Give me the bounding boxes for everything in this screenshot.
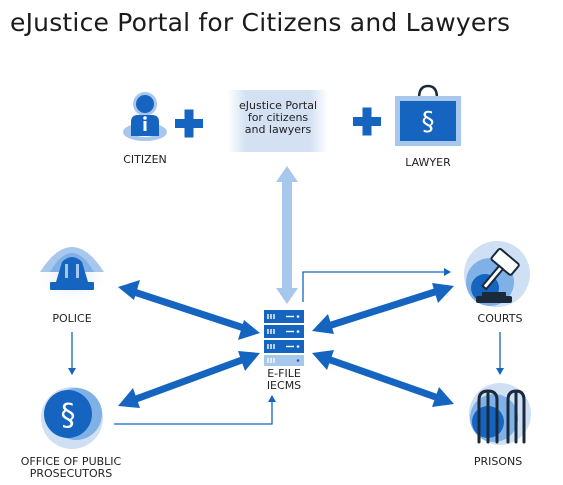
page-title: eJustice Portal for Citizens and Lawyers xyxy=(10,8,511,37)
arrow-prosecutors-efile-thin xyxy=(114,395,276,425)
arrow-efile-courts xyxy=(302,268,451,302)
portal-line-1: eJustice Portal xyxy=(239,99,317,112)
police-label: POLICE xyxy=(52,312,92,325)
plus-icon xyxy=(353,107,381,136)
server-rack-icon xyxy=(264,310,304,366)
prosecutors-label: OFFICE OF PUBLIC PROSECUTORS xyxy=(4,456,138,480)
prosecutors-label-line-1: OFFICE OF PUBLIC xyxy=(20,455,122,468)
gavel-icon xyxy=(464,241,530,307)
briefcase-paragraph-icon: § xyxy=(395,84,461,146)
paragraph-circle-icon: § xyxy=(41,387,103,449)
svg-text:§: § xyxy=(422,107,435,137)
efile-label-line-2: IECMS xyxy=(266,379,302,392)
siren-icon xyxy=(34,246,110,306)
person-info-icon xyxy=(123,92,167,141)
arrow-police-efile xyxy=(118,280,260,340)
courts-label: COURTS xyxy=(477,312,523,325)
portal-line-3: and lawyers xyxy=(244,123,312,136)
efile-label: E-FILE IECMS xyxy=(262,368,306,392)
ejustice-portal-box xyxy=(228,90,328,152)
arrow-prisons-efile xyxy=(312,350,454,407)
citizen-label: CITIZEN xyxy=(123,153,167,166)
lawyer-label: LAWYER xyxy=(405,156,451,169)
prisons-label: PRISONS xyxy=(473,455,523,468)
plus-icon xyxy=(175,109,203,138)
arrow-portal-efile xyxy=(276,166,298,304)
svg-text:§: § xyxy=(61,398,76,433)
prosecutors-label-line-2: PROSECUTORS xyxy=(29,467,113,480)
efile-label-line-1: E-FILE xyxy=(267,367,301,380)
prison-bars-icon xyxy=(469,383,531,445)
arrow-courts-efile xyxy=(312,283,454,334)
ejustice-portal-label: eJustice Portal for citizens and lawyers xyxy=(228,100,328,136)
portal-line-2: for citizens xyxy=(247,111,309,124)
arrow-prosecutors-efile xyxy=(118,351,260,408)
